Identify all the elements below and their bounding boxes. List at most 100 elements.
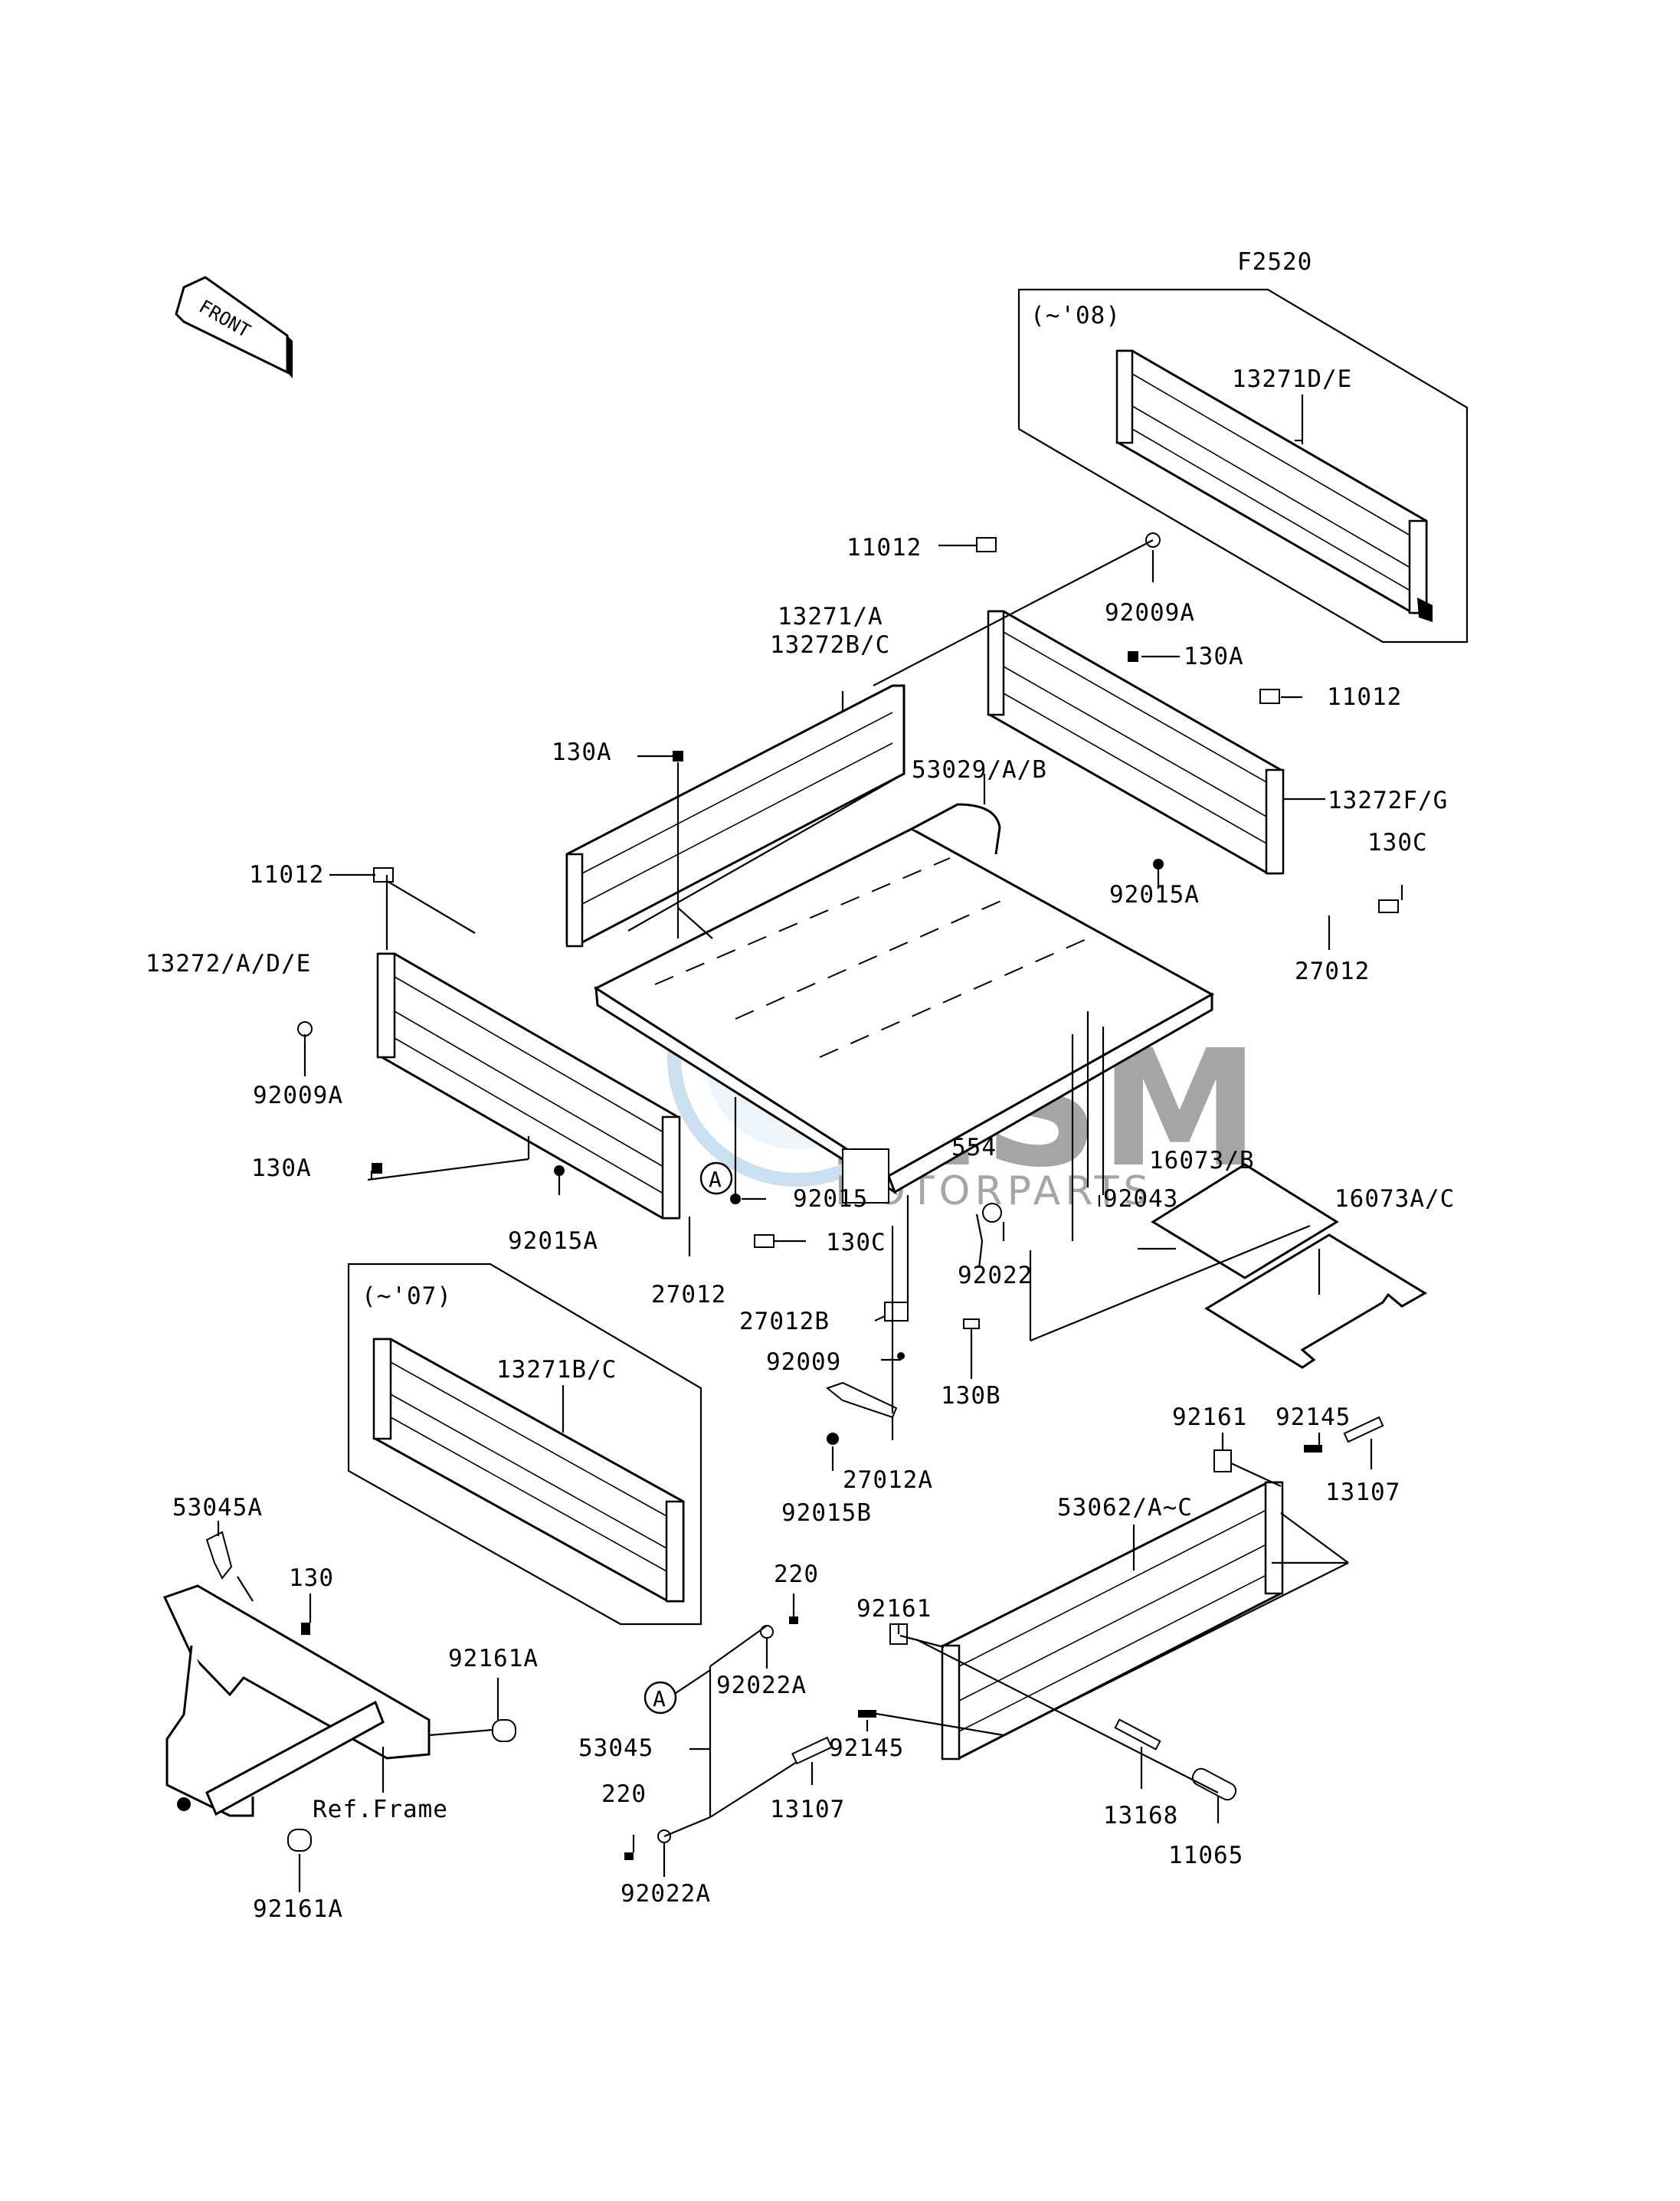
label-92015b: 92015B xyxy=(781,1499,872,1527)
label-220-bottom: 220 xyxy=(601,1780,647,1808)
cap-92161a-bottom xyxy=(287,1829,312,1852)
bed-bracket xyxy=(842,1148,889,1204)
label-13271de: 13271D/E xyxy=(1232,365,1352,393)
label-27012-left: 27012 xyxy=(651,1281,726,1308)
washer-92022 xyxy=(982,1203,1002,1223)
inset-box-07: (~'07) 13271B/C xyxy=(347,1263,702,1626)
label-27012-right: 27012 xyxy=(1295,958,1370,985)
label-ref-frame: Ref.Frame xyxy=(313,1796,448,1823)
label-130a-bottom: 130A xyxy=(251,1155,312,1182)
cap-11012-top xyxy=(976,537,997,552)
cap-11012-right xyxy=(1259,689,1280,704)
bolt-130c-right xyxy=(1378,899,1399,913)
label-16073ac: 16073A/C xyxy=(1335,1185,1455,1213)
pin-13107-right xyxy=(1343,1416,1384,1443)
tailgate-13272fg xyxy=(987,610,1285,875)
inset-08-title: (~'08) xyxy=(1030,302,1121,329)
label-92015a-left: 92015A xyxy=(508,1227,598,1255)
reference-frame xyxy=(162,1584,431,1817)
figure-code: F2520 xyxy=(1237,248,1312,276)
tailgate-panel-08 xyxy=(1115,349,1433,622)
label-92022: 92022 xyxy=(958,1262,1033,1289)
label-130a-left: 130A xyxy=(552,739,612,766)
spring-92145-bottom xyxy=(858,1710,876,1718)
label-13107-bottom: 13107 xyxy=(770,1796,845,1823)
floor-mats-16073 xyxy=(1151,1163,1427,1369)
label-92043: 92043 xyxy=(1103,1185,1178,1213)
label-11012-left: 11012 xyxy=(249,861,324,889)
label-13272ade: 13272/A/D/E xyxy=(146,950,311,978)
nut-92015b xyxy=(827,1433,839,1445)
ref-marker-a-upper: A xyxy=(699,1161,733,1195)
inset-07-title: (~'07) xyxy=(362,1282,452,1310)
side-panel-13271a xyxy=(565,684,905,948)
bolt-220-bottom xyxy=(624,1852,634,1860)
bolt-220-top xyxy=(789,1616,798,1624)
label-92009a-left: 92009A xyxy=(253,1082,343,1109)
label-92015: 92015 xyxy=(793,1185,868,1213)
label-92145-top: 92145 xyxy=(1276,1403,1351,1431)
label-16073b: 16073/B xyxy=(1149,1147,1255,1174)
cargo-bed-53029 xyxy=(593,803,1215,1204)
front-panel-13272ade xyxy=(376,952,681,1220)
inset-box-08: (~'08) 13271D/E xyxy=(1017,288,1469,644)
pin-13107-bottom xyxy=(791,1736,833,1765)
label-13271bc: 13271B/C xyxy=(496,1356,617,1384)
bolt-130a-right xyxy=(1128,651,1138,662)
label-53045: 53045 xyxy=(578,1734,653,1762)
label-130b: 130B xyxy=(941,1382,1001,1410)
front-direction-arrow: FRONT xyxy=(175,276,293,378)
label-27012b: 27012B xyxy=(739,1308,830,1335)
label-13271a: 13271/A xyxy=(778,603,883,630)
ref-a-lower-text: A xyxy=(653,1686,666,1711)
label-27012a: 27012A xyxy=(843,1466,933,1494)
label-11012-right: 11012 xyxy=(1327,683,1402,711)
label-92015a-right: 92015A xyxy=(1109,881,1200,909)
label-92161-top: 92161 xyxy=(1172,1403,1247,1431)
bolt-130 xyxy=(301,1623,310,1635)
part-labels: 11012 92009A 13271/A 13272B/C 130A 11012… xyxy=(146,534,1455,1923)
cap-11012-left xyxy=(373,867,394,883)
label-92022a-top: 92022A xyxy=(716,1672,807,1699)
label-92009a-top: 92009A xyxy=(1105,599,1195,627)
nut-92015a-left xyxy=(554,1165,565,1176)
side-panel-07 xyxy=(372,1338,685,1603)
hardware-parts xyxy=(205,532,1399,1860)
bolt-130b xyxy=(963,1318,980,1329)
label-554: 554 xyxy=(951,1134,997,1161)
label-92009: 92009 xyxy=(766,1348,841,1376)
pin-554 xyxy=(975,1213,984,1269)
rear-gate-53062 xyxy=(941,1481,1284,1760)
label-11012-top: 11012 xyxy=(847,534,922,562)
cap-92161a-right xyxy=(492,1719,516,1742)
label-53062: 53062/A~C xyxy=(1057,1494,1193,1521)
bracket-92161-top xyxy=(1213,1449,1232,1472)
label-13168: 13168 xyxy=(1103,1802,1178,1829)
label-130c-right: 130C xyxy=(1367,829,1428,856)
label-92161a-right: 92161A xyxy=(448,1645,539,1672)
bolt-130a-left xyxy=(673,751,683,762)
label-13107-right: 13107 xyxy=(1325,1479,1400,1506)
label-220-top: 220 xyxy=(774,1561,819,1588)
label-13272bc: 13272B/C xyxy=(770,631,890,659)
washer-92022a-top xyxy=(760,1625,774,1639)
bracket-27012a xyxy=(825,1381,898,1419)
label-53045a: 53045A xyxy=(172,1494,263,1521)
label-11065: 11065 xyxy=(1168,1842,1243,1869)
label-13272fg: 13272F/G xyxy=(1328,787,1448,814)
ref-marker-a-lower: A xyxy=(644,1669,711,1715)
nut-92015a-right xyxy=(1153,859,1164,870)
ref-a-upper-text: A xyxy=(709,1167,722,1192)
label-53029: 53029/A/B xyxy=(912,756,1047,784)
bracket-27012b xyxy=(884,1302,909,1322)
clip-92009a-left xyxy=(297,1021,313,1037)
bolt-92009 xyxy=(897,1352,905,1360)
label-92161-mid: 92161 xyxy=(856,1595,932,1623)
leader-lines xyxy=(217,539,1403,1892)
label-130c-left: 130C xyxy=(826,1229,886,1256)
grip-11065 xyxy=(1191,1767,1237,1801)
bolt-130a-bottom xyxy=(372,1163,382,1174)
label-92161a-bottom: 92161A xyxy=(253,1895,343,1923)
